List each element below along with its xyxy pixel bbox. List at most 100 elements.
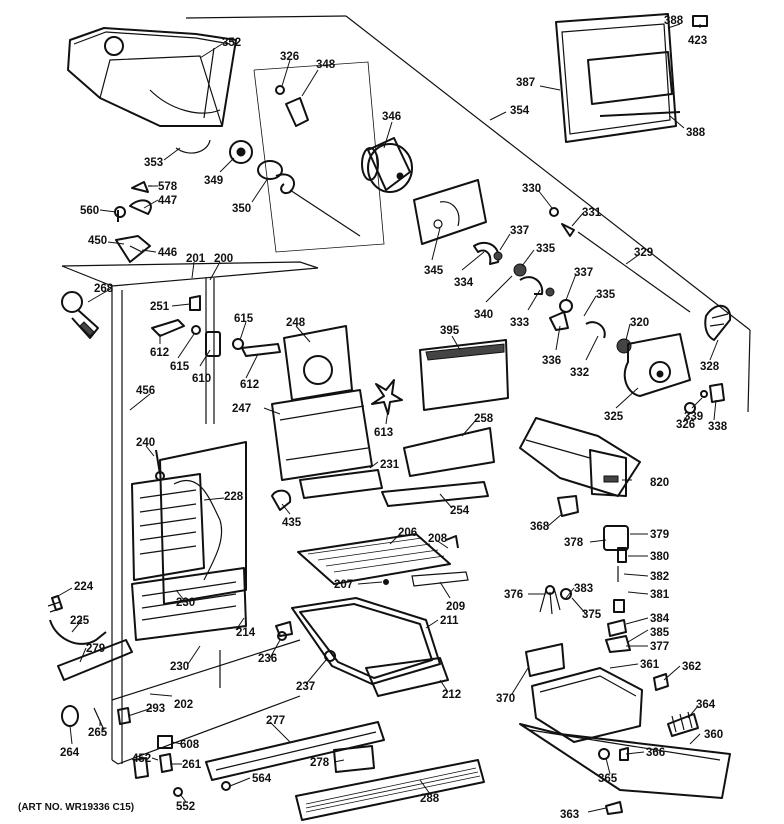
cabinet-outline <box>61 15 751 765</box>
crisper-bin <box>291 597 449 697</box>
callout-329: 329 <box>634 247 653 259</box>
callout-258: 258 <box>474 413 494 425</box>
callout-337: 337 <box>510 225 529 237</box>
callout-382: 382 <box>650 571 669 583</box>
callout-350: 350 <box>232 203 251 215</box>
callout-337-b: 337 <box>574 267 593 279</box>
bracket-328 <box>704 305 732 341</box>
leader-lines <box>57 23 719 813</box>
callout-388: 388 <box>664 15 684 27</box>
callout-336: 336 <box>542 355 561 367</box>
callout-610: 610 <box>192 373 211 385</box>
trim-pieces <box>381 427 495 507</box>
callout-353: 353 <box>144 157 163 169</box>
auger-assembly <box>175 139 361 237</box>
callout-560: 560 <box>80 205 99 217</box>
callout-264: 264 <box>60 747 80 759</box>
callout-435: 435 <box>282 517 302 529</box>
callout-330: 330 <box>522 183 541 195</box>
callout-265: 265 <box>88 727 108 739</box>
callout-331: 331 <box>582 207 602 219</box>
callout-236: 236 <box>258 653 277 665</box>
callout-387: 387 <box>516 77 535 89</box>
callout-375: 375 <box>582 609 602 621</box>
callout-361: 361 <box>640 659 660 671</box>
callout-228: 228 <box>224 491 244 503</box>
callout-248: 248 <box>286 317 306 329</box>
callout-212: 212 <box>442 689 461 701</box>
callout-348: 348 <box>316 59 336 71</box>
callout-395: 395 <box>440 325 460 337</box>
callout-202: 202 <box>174 699 193 711</box>
callout-200: 200 <box>214 253 233 265</box>
callout-446: 446 <box>158 247 177 259</box>
control-panel <box>419 339 509 411</box>
bearing-part <box>275 85 309 127</box>
fan-blade <box>371 379 403 415</box>
callout-231: 231 <box>380 459 400 471</box>
callout-615-b: 615 <box>170 361 190 373</box>
hardware-338 <box>684 383 725 414</box>
callout-384: 384 <box>650 613 670 625</box>
callout-240: 240 <box>136 437 155 449</box>
callout-578: 578 <box>158 181 178 193</box>
callout-608: 608 <box>180 739 200 751</box>
callout-380: 380 <box>650 551 669 563</box>
small-clips <box>151 295 281 357</box>
callout-388-b: 388 <box>686 127 706 139</box>
callout-339: 339 <box>684 411 703 423</box>
callout-385: 385 <box>650 627 670 639</box>
compressor-base <box>519 643 731 815</box>
callout-360: 360 <box>704 729 723 741</box>
callout-612-b: 612 <box>240 379 259 391</box>
callout-334: 334 <box>454 277 474 289</box>
callout-201: 201 <box>186 253 206 265</box>
callout-362: 362 <box>682 661 701 673</box>
callout-labels: 352 326 348 346 353 349 350 354 387 388 … <box>18 15 728 821</box>
callout-340: 340 <box>474 309 493 321</box>
wire-shelf <box>297 533 469 587</box>
clip-368 <box>557 495 579 517</box>
solenoid-parts <box>539 525 631 653</box>
callout-224: 224 <box>74 581 94 593</box>
callout-447: 447 <box>158 195 177 207</box>
callout-364: 364 <box>696 699 716 711</box>
callout-613: 613 <box>374 427 393 439</box>
callout-278: 278 <box>310 757 330 769</box>
light-socket <box>61 291 99 339</box>
callout-615: 615 <box>234 313 254 325</box>
callout-365: 365 <box>598 773 618 785</box>
dashed-box <box>253 61 385 253</box>
callout-368: 368 <box>530 521 550 533</box>
ice-bucket <box>67 27 237 127</box>
callout-279: 279 <box>86 643 105 655</box>
callout-325: 325 <box>604 411 624 423</box>
callout-335: 335 <box>536 243 556 255</box>
callout-378: 378 <box>564 537 584 549</box>
callout-207: 207 <box>334 579 353 591</box>
callout-612: 612 <box>150 347 169 359</box>
callout-345: 345 <box>424 265 444 277</box>
callout-333: 333 <box>510 317 529 329</box>
callout-423: 423 <box>688 35 707 47</box>
callout-452: 452 <box>132 753 151 765</box>
callout-338: 338 <box>708 421 728 433</box>
callout-206: 206 <box>398 527 417 539</box>
callout-366: 366 <box>646 747 665 759</box>
callout-354: 354 <box>510 105 530 117</box>
callout-552: 552 <box>176 801 195 813</box>
callout-251: 251 <box>150 301 170 313</box>
callout-349: 349 <box>204 175 223 187</box>
callout-268: 268 <box>94 283 114 295</box>
callout-564: 564 <box>252 773 272 785</box>
icemaker-motor <box>616 333 691 397</box>
callout-332: 332 <box>570 367 589 379</box>
part-435 <box>271 489 292 511</box>
callout-209: 209 <box>446 601 465 613</box>
mounting-plate <box>413 179 487 245</box>
callout-254: 254 <box>450 505 470 517</box>
callout-377: 377 <box>650 641 669 653</box>
callout-237: 237 <box>296 681 315 693</box>
callout-370: 370 <box>496 693 515 705</box>
callout-277: 277 <box>266 715 285 727</box>
